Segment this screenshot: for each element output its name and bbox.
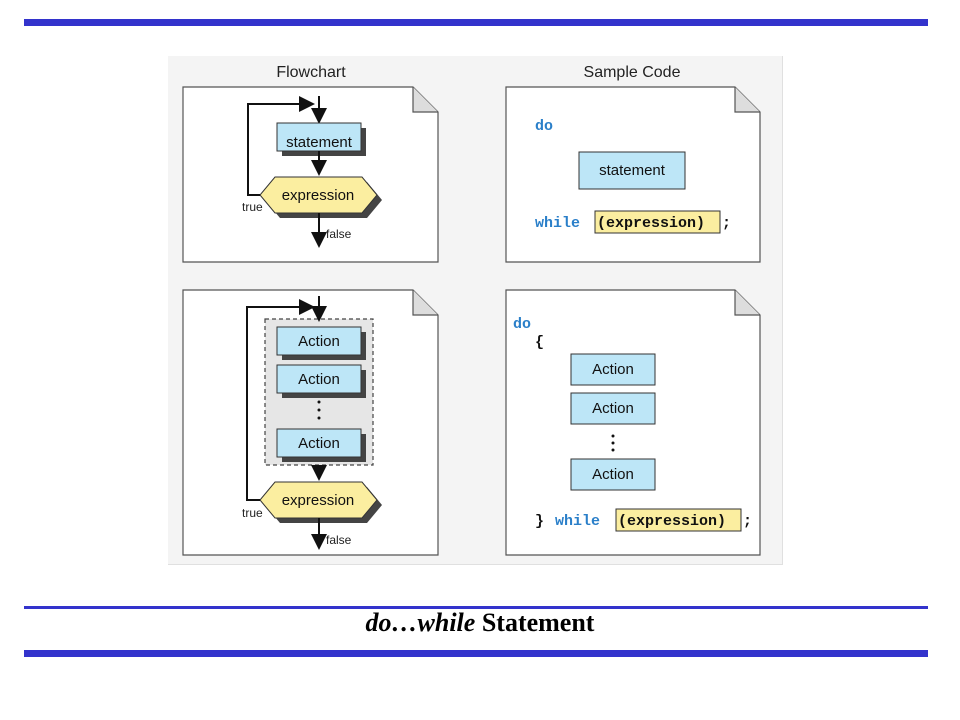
bottom-code-expression-box <box>615 508 742 532</box>
true-label: true <box>242 200 263 214</box>
bottom-flowchart-panel: Action Action Action expression true fal… <box>182 289 439 556</box>
while-keyword: while <box>535 215 580 232</box>
action-text-2: Action <box>298 371 340 388</box>
action-text-3: Action <box>298 435 340 452</box>
bottom-code-panel: do { Action Action Action } while (expre… <box>505 289 761 556</box>
action-box-2 <box>276 364 362 394</box>
bottom-false-label: false <box>326 533 352 547</box>
code-expression-box <box>594 210 721 234</box>
bottom-semicolon: ; <box>743 513 752 530</box>
code-action-text-3: Action <box>592 466 634 483</box>
upper-title-rule <box>24 606 928 609</box>
top-flowchart-panel: statement expression true false <box>182 86 439 263</box>
slide-title-rest: Statement <box>475 608 595 637</box>
statement-text: statement <box>286 134 353 151</box>
code-statement-box <box>578 151 686 190</box>
flowchart-header: Flowchart <box>276 64 346 81</box>
bottom-true-label: true <box>242 506 263 520</box>
top-code-panel: do statement while (expression) ; <box>505 86 761 263</box>
slide-title: do…while Statement <box>0 608 960 638</box>
bottom-code-expression-text: (expression) <box>618 513 726 530</box>
false-label: false <box>326 227 352 241</box>
open-brace: { <box>535 334 544 351</box>
lower-title-rule <box>24 650 928 657</box>
top-rule <box>24 19 928 26</box>
action-text-1: Action <box>298 333 340 350</box>
code-statement-text: statement <box>599 162 666 179</box>
code-action-box-1 <box>570 353 656 386</box>
semicolon: ; <box>722 215 731 232</box>
close-brace: } <box>535 513 544 530</box>
slide-title-italic: do…while <box>365 608 476 637</box>
statement-box <box>276 122 362 152</box>
code-action-text-1: Action <box>592 361 634 378</box>
bottom-expression-text: expression <box>282 492 355 509</box>
action-box-3 <box>276 428 362 458</box>
expression-text: expression <box>282 187 355 204</box>
code-action-box-2 <box>570 392 656 425</box>
sample-code-header: Sample Code <box>584 64 681 81</box>
bottom-do-keyword: do <box>513 316 531 333</box>
code-expression-text: (expression) <box>597 215 705 232</box>
action-box-1 <box>276 326 362 356</box>
bottom-while-keyword: while <box>555 513 600 530</box>
do-keyword: do <box>535 118 553 135</box>
code-action-box-3 <box>570 458 656 491</box>
code-action-text-2: Action <box>592 400 634 417</box>
